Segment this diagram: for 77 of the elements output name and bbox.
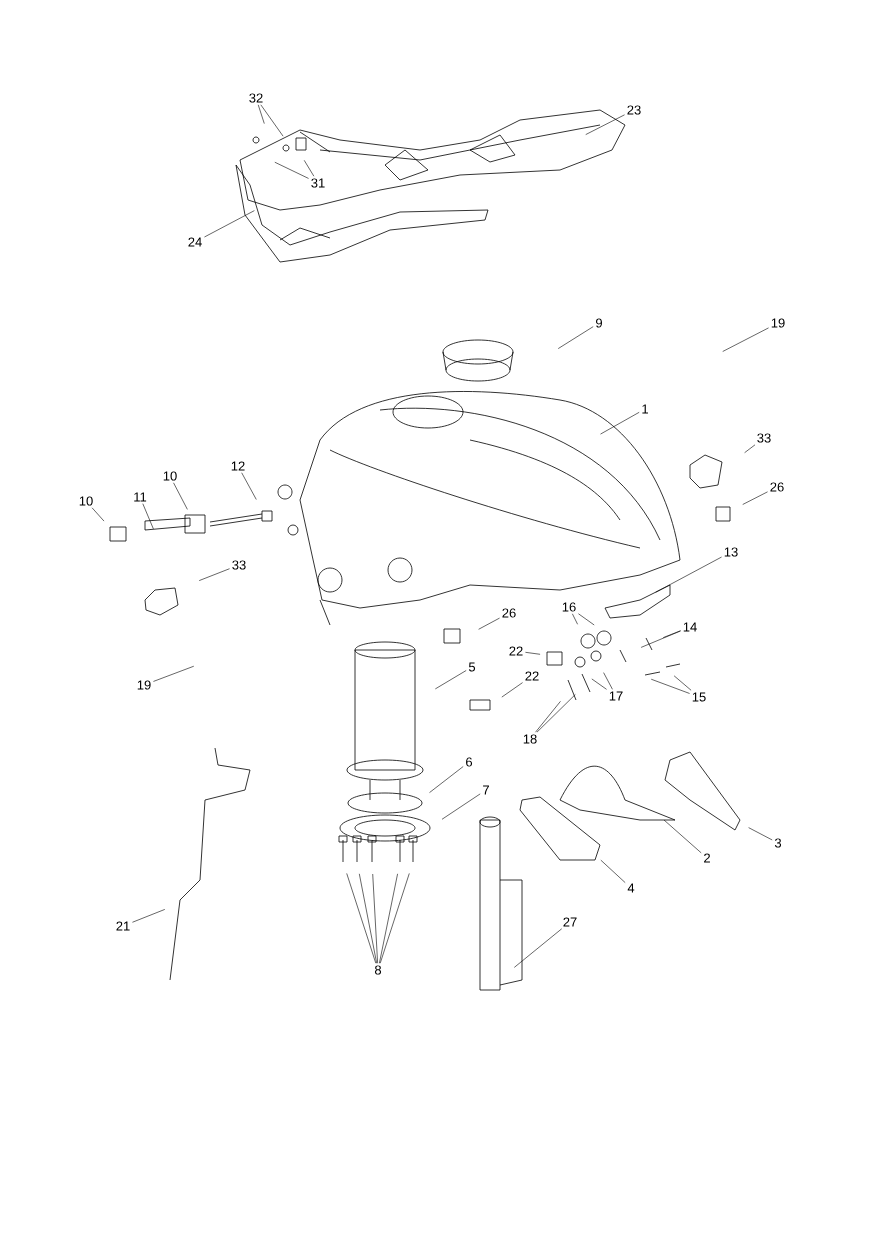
callout-number: 11 <box>134 492 147 502</box>
callout-number: 17 <box>609 691 623 701</box>
leader-line <box>379 873 410 964</box>
callout-number: 9 <box>596 318 602 328</box>
callout-number: 26 <box>770 482 784 492</box>
leader-line <box>198 568 230 581</box>
leader-line <box>435 670 467 690</box>
leader-line <box>274 161 309 179</box>
leader-line <box>650 678 690 694</box>
leader-line <box>441 793 481 820</box>
leader-line <box>585 114 625 135</box>
callout-number: 27 <box>563 917 577 927</box>
leader-line <box>748 827 773 841</box>
leader-line <box>640 630 681 648</box>
leader-line <box>372 873 378 964</box>
callout-number: 3 <box>774 838 782 848</box>
callout-number: 26 <box>502 608 516 618</box>
callout-number: 19 <box>771 318 785 328</box>
leader-line <box>591 678 607 690</box>
leader-line <box>359 873 377 964</box>
callout-number: 31 <box>311 178 325 188</box>
leader-line <box>742 491 768 505</box>
callout-number: 21 <box>116 921 130 931</box>
callout-number: 23 <box>627 105 641 115</box>
leader-line <box>673 675 692 691</box>
leader-line <box>600 411 640 435</box>
leader-line <box>603 672 613 690</box>
leader-line <box>572 613 578 625</box>
callout-number: 7 <box>483 785 489 795</box>
leader-line <box>260 104 284 137</box>
callout-number: 4 <box>627 883 635 893</box>
callout-number: 33 <box>232 560 246 570</box>
leader-line <box>429 766 464 793</box>
leader-line <box>241 472 257 500</box>
leader-line <box>478 617 500 630</box>
leader-line <box>663 819 702 854</box>
leader-line <box>303 160 315 177</box>
leader-line <box>600 859 626 883</box>
callout-number: 33 <box>757 433 771 443</box>
leader-line <box>379 873 398 964</box>
leader-line <box>204 210 255 238</box>
callout-number: 10 <box>163 471 177 481</box>
leader-line <box>514 928 563 968</box>
callout-number: 14 <box>683 622 697 632</box>
leader-line <box>655 556 722 593</box>
leader-line <box>501 682 523 698</box>
leader-line <box>142 503 154 530</box>
callout-number: 16 <box>562 602 576 612</box>
leader-line <box>578 613 595 626</box>
callout-number: 13 <box>724 547 738 557</box>
callout-number: 5 <box>468 662 476 672</box>
leader-line <box>722 327 769 352</box>
callout-number: 32 <box>249 93 263 103</box>
leader-line <box>536 694 576 733</box>
callout-number: 15 <box>692 692 706 702</box>
leader-line <box>744 444 756 453</box>
leader-line <box>557 326 594 349</box>
leader-line <box>525 652 541 655</box>
callout-number: 1 <box>642 404 648 414</box>
callout-number: 18 <box>523 734 537 744</box>
callout-number: 8 <box>374 965 382 975</box>
callout-number: 22 <box>525 671 539 681</box>
callout-number: 2 <box>704 853 710 863</box>
callout-number: 19 <box>137 680 151 690</box>
leader-line <box>535 701 561 733</box>
leader-line <box>153 665 195 682</box>
leader-line <box>346 873 377 964</box>
callout-number: 22 <box>509 646 523 656</box>
callout-number: 10 <box>79 496 93 506</box>
callout-number: 6 <box>466 757 473 767</box>
leader-line <box>173 482 188 510</box>
leader-line <box>91 507 105 522</box>
callout-number: 24 <box>188 237 202 247</box>
leader-line <box>132 909 166 923</box>
leader-line <box>257 104 265 124</box>
callout-number: 12 <box>231 461 245 471</box>
leader-line <box>662 630 681 638</box>
